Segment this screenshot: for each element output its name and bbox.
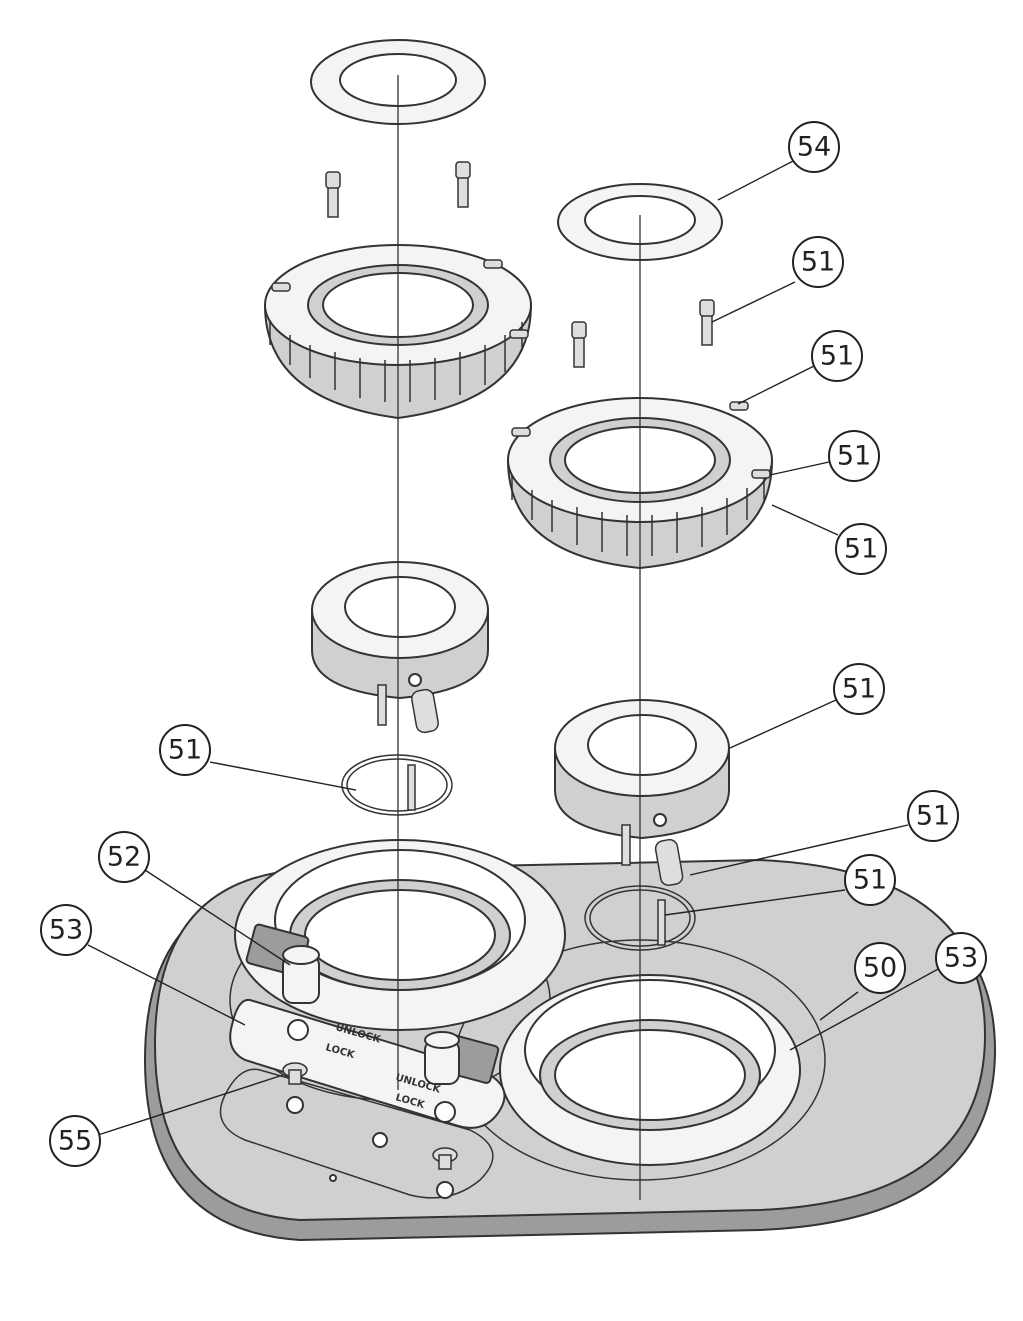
callout-51-screw-right: 51: [792, 236, 844, 288]
callout-52: 52: [98, 831, 150, 883]
svg-text:51: 51: [916, 801, 950, 832]
left-collar: [311, 561, 489, 734]
callout-54: 54: [788, 121, 840, 173]
right-cap-screw-1: [571, 321, 587, 368]
svg-text:53: 53: [944, 943, 978, 974]
left-o-ring: [341, 754, 453, 816]
lock-knob-right: [424, 1031, 500, 1085]
svg-text:51: 51: [168, 735, 202, 766]
screw-lower-right: [432, 1147, 458, 1170]
svg-text:53: 53: [49, 915, 83, 946]
callout-51-pin-top: 51: [811, 330, 863, 382]
screw-lower-left: [282, 1062, 308, 1085]
callout-51-pin-lower: 51: [907, 790, 959, 842]
right-graduated-ring: [499, 974, 801, 1166]
svg-text:51: 51: [842, 674, 876, 705]
callout-53-right: 53: [935, 932, 987, 984]
svg-text:54: 54: [797, 132, 831, 163]
callout-53-left: 53: [40, 904, 92, 956]
svg-text:51: 51: [801, 247, 835, 278]
callout-51-left-ring: 51: [159, 724, 211, 776]
callout-51-collar: 51: [833, 663, 885, 715]
svg-text:51: 51: [853, 865, 887, 896]
svg-text:52: 52: [107, 842, 141, 873]
left-graduated-ring: [234, 839, 566, 1031]
right-collar: [554, 699, 730, 887]
callout-51-o-ring-right: 51: [844, 854, 896, 906]
svg-text:51: 51: [837, 441, 871, 472]
right-cap-screw-2: [699, 299, 715, 346]
callout-51-knurled: 51: [835, 523, 887, 575]
callout-51-pin-side: 51: [828, 430, 880, 482]
left-cap-screw-1: [325, 171, 341, 218]
callout-55: 55: [49, 1115, 101, 1167]
svg-text:51: 51: [820, 341, 854, 372]
callout-50: 50: [854, 942, 906, 994]
svg-text:50: 50: [863, 953, 897, 984]
lock-bar: UNLOCK LOCK UNLOCK LOCK: [229, 998, 506, 1129]
svg-text:51: 51: [844, 534, 878, 565]
right-knurled-adapter: [506, 397, 774, 570]
leader-lines: [87, 159, 941, 1136]
svg-text:55: 55: [58, 1126, 92, 1157]
lock-knob-left: [245, 923, 320, 1004]
left-cap-screw-2: [455, 161, 471, 208]
